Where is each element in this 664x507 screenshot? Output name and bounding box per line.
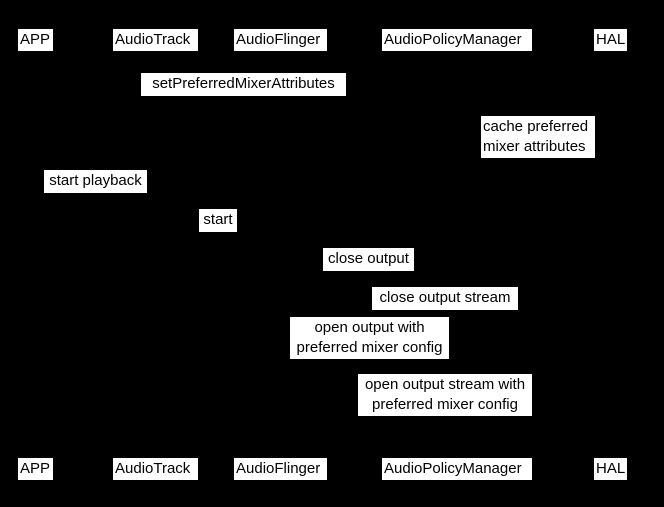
arrow-head-m2 [456, 156, 463, 164]
participant-footer-at[interactable]: AudioTrack [113, 458, 198, 480]
participant-label: APP [20, 460, 51, 477]
participant-header-af[interactable]: AudioFlinger [234, 29, 327, 51]
participant-label: AudioFlinger [236, 31, 321, 48]
participant-label: HAL [596, 460, 626, 477]
participant-footer-af[interactable]: AudioFlinger [234, 458, 327, 480]
participant-header-at[interactable]: AudioTrack [113, 29, 198, 51]
participant-footer-hal[interactable]: HAL [594, 458, 628, 480]
participant-label: AudioPolicyManager [384, 31, 522, 48]
message-label-m6[interactable]: close output stream [372, 287, 518, 310]
lifeline-hal [609, 53, 610, 456]
arrow-head-m7 [449, 358, 456, 366]
participant-label: AudioPolicyManager [384, 460, 522, 477]
arrow-m1 [35, 97, 456, 98]
self-arrow-side-m2 [478, 148, 479, 160]
participant-footer-apm[interactable]: AudioPolicyManager [382, 458, 532, 480]
message-label-m1[interactable]: setPreferredMixerAttributes [141, 73, 346, 96]
message-label-m3[interactable]: start playback [44, 170, 147, 193]
participant-label: AudioFlinger [236, 460, 321, 477]
self-arrow-bottom-m2 [456, 160, 478, 161]
participant-header-hal[interactable]: HAL [594, 29, 628, 51]
lifeline-at [155, 53, 156, 456]
message-label-m7[interactable]: open output with preferred mixer config [290, 317, 449, 359]
arrow-head-m5 [449, 269, 456, 277]
arrow-m6 [456, 311, 609, 312]
message-label-m8[interactable]: open output stream with preferred mixer … [358, 374, 532, 416]
arrow-head-m3 [148, 191, 155, 199]
participant-header-app[interactable]: APP [18, 29, 53, 51]
arrow-head-m8 [602, 415, 609, 423]
lifeline-apm [456, 53, 457, 456]
participant-label: AudioTrack [115, 460, 191, 477]
arrow-m5 [280, 272, 456, 273]
arrow-m4 [155, 233, 280, 234]
message-label-m4[interactable]: start [199, 209, 237, 232]
arrow-m3 [35, 194, 155, 195]
self-arrow-top-m2 [456, 148, 478, 149]
message-label-m5[interactable]: close output [323, 248, 414, 271]
participant-header-apm[interactable]: AudioPolicyManager [382, 29, 532, 51]
participant-label: APP [20, 31, 51, 48]
participant-label: HAL [596, 31, 626, 48]
arrow-m7 [280, 361, 456, 362]
lifeline-af [280, 53, 281, 456]
message-label-m2[interactable]: cache preferred mixer attributes [481, 116, 595, 158]
arrow-head-m4 [273, 230, 280, 238]
participant-footer-app[interactable]: APP [18, 458, 53, 480]
participant-label: AudioTrack [115, 31, 191, 48]
arrow-m8 [456, 418, 609, 419]
arrow-head-m6 [602, 308, 609, 316]
lifeline-app [35, 53, 36, 456]
arrow-head-m1 [449, 94, 456, 102]
